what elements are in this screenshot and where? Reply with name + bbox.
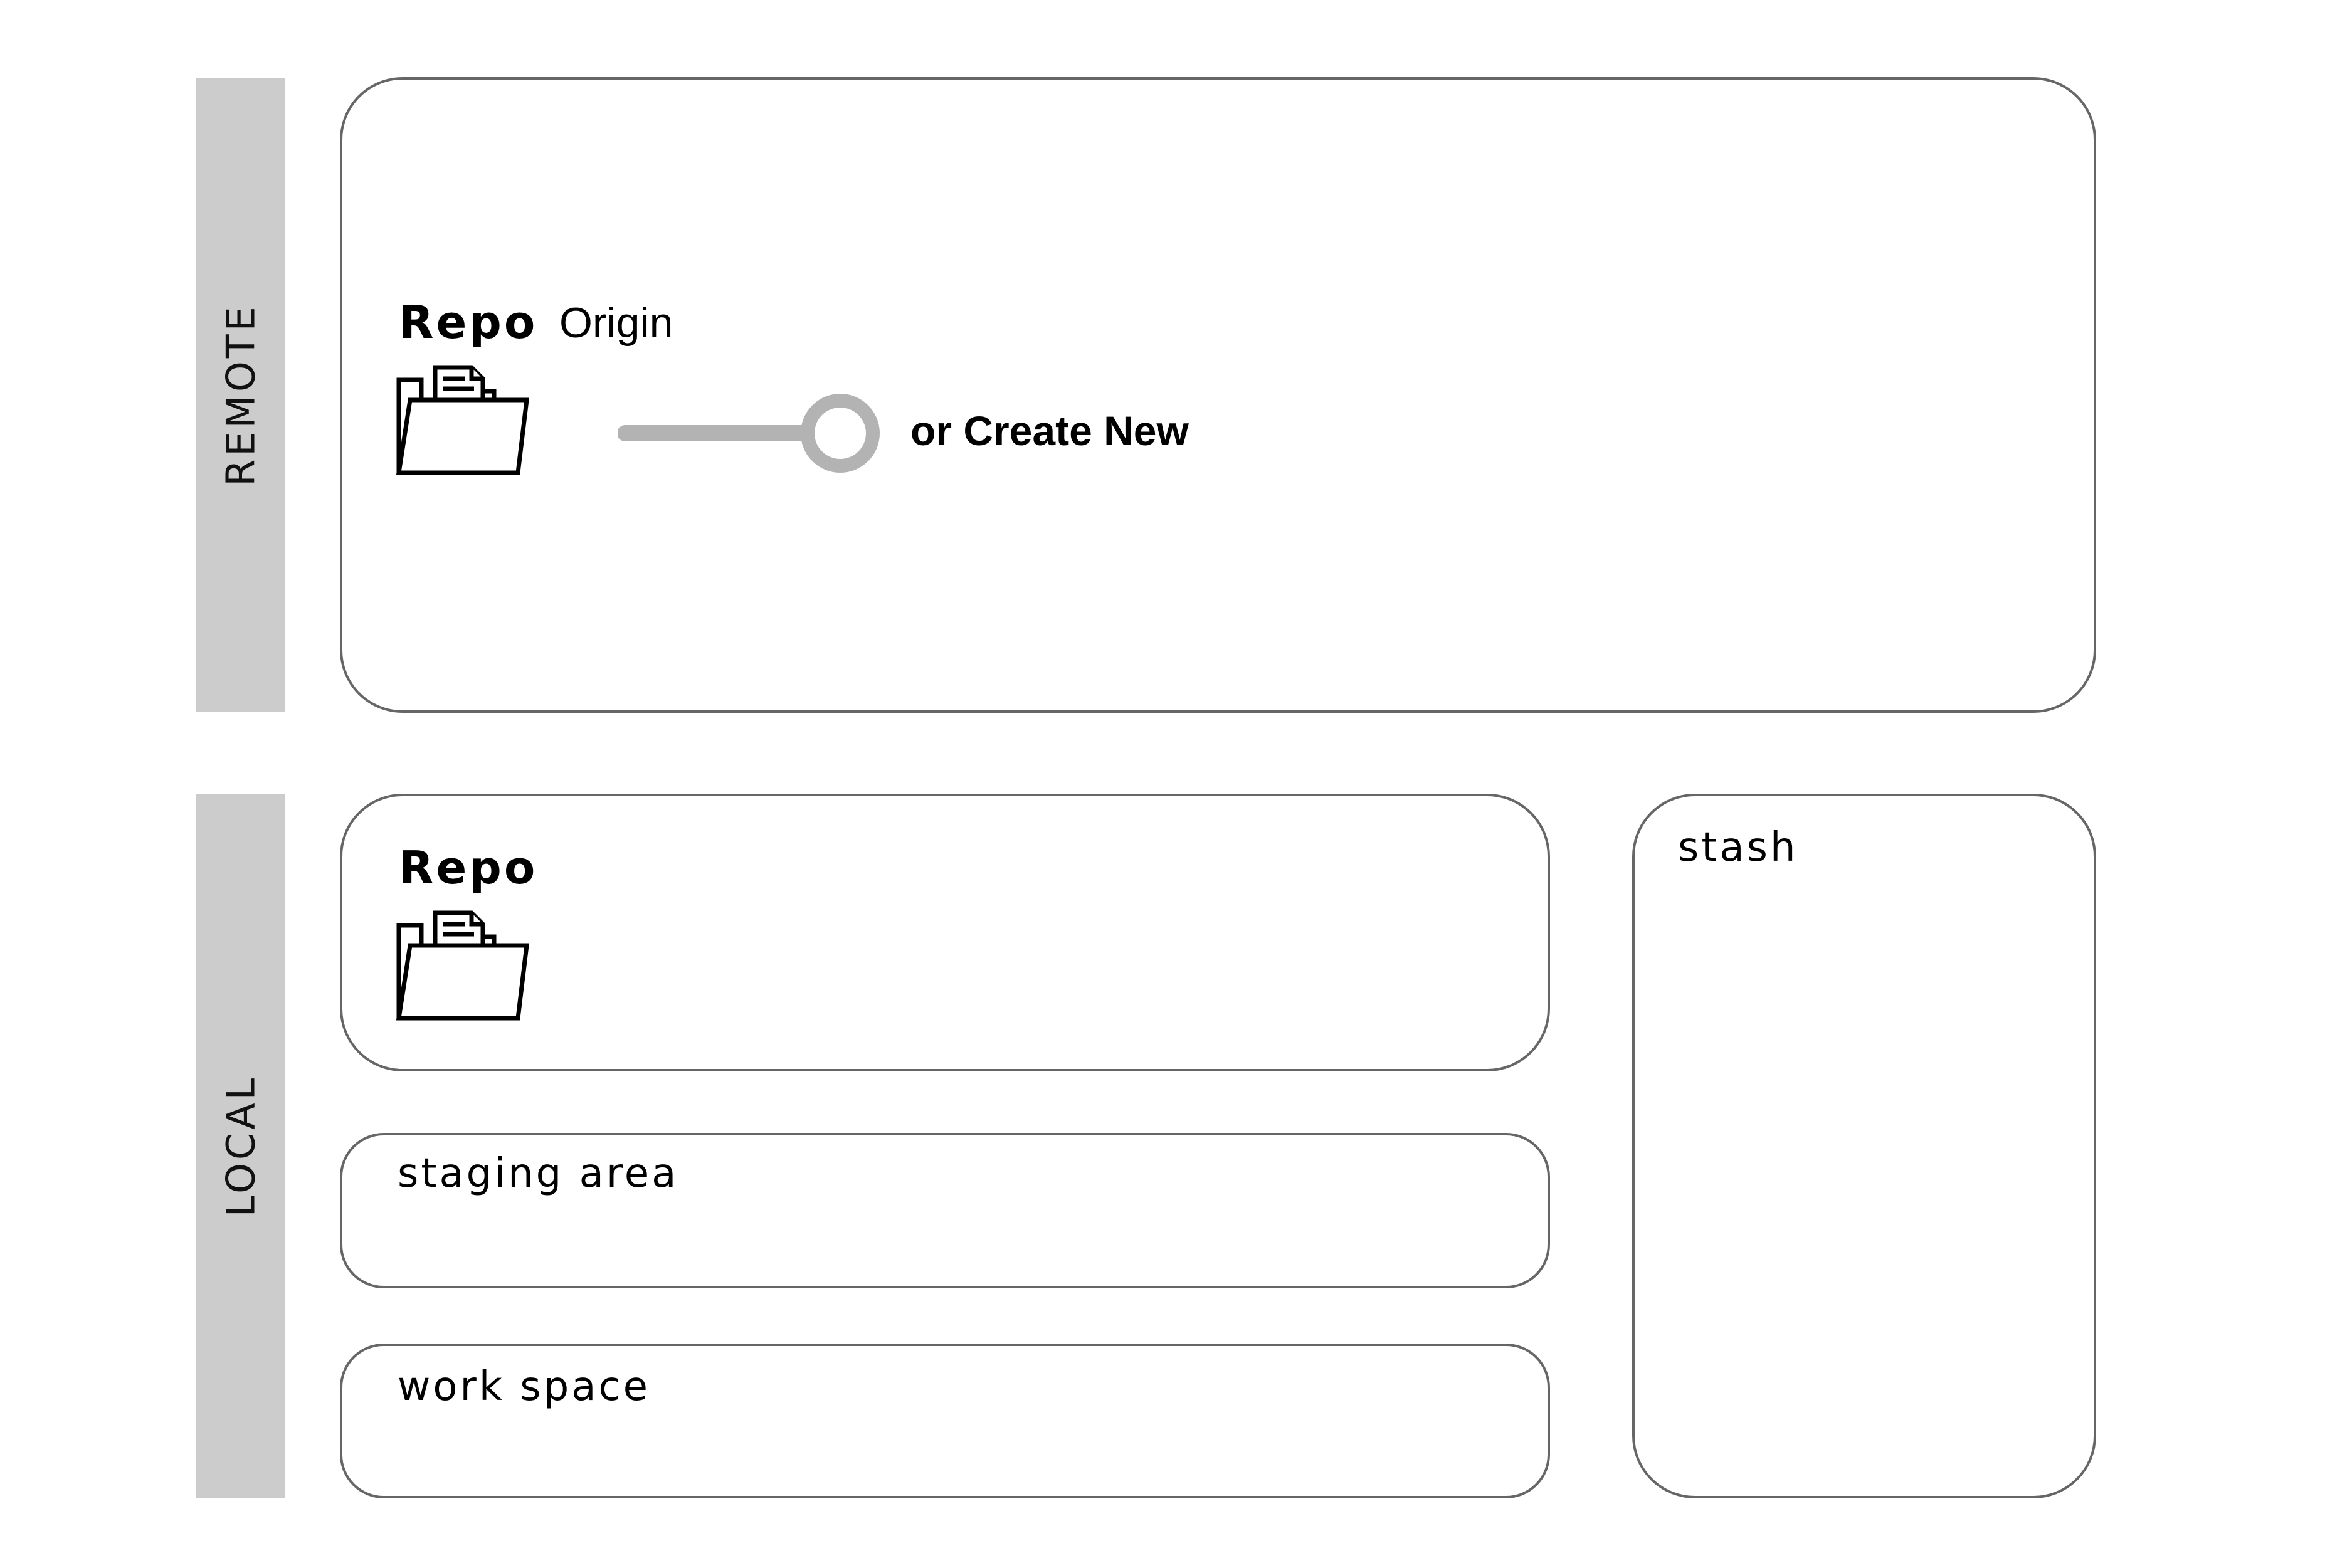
local-repo-title: Repo [399, 841, 538, 894]
local-band: LOCAL [196, 794, 285, 1498]
remote-folder-icon [396, 365, 529, 475]
remote-repo-box [340, 77, 2096, 713]
local-folder-icon [396, 910, 529, 1021]
create-new-label[interactable]: or Create New [910, 408, 1189, 454]
remote-repo-title: Repo [399, 296, 538, 349]
remote-band-label: REMOTE [218, 303, 263, 487]
work-space-label: work space [398, 1364, 650, 1410]
stash-box [1632, 794, 2096, 1498]
local-repo-box [340, 794, 1550, 1071]
origin-label: Origin [559, 299, 673, 347]
create-new-toggle[interactable] [618, 392, 894, 473]
local-band-label: LOCAL [218, 1075, 263, 1218]
stash-label: stash [1678, 824, 1798, 871]
staging-area-box [340, 1133, 1550, 1288]
staging-area-label: staging area [398, 1150, 679, 1197]
remote-band: REMOTE [196, 78, 285, 712]
work-space-box [340, 1344, 1550, 1498]
